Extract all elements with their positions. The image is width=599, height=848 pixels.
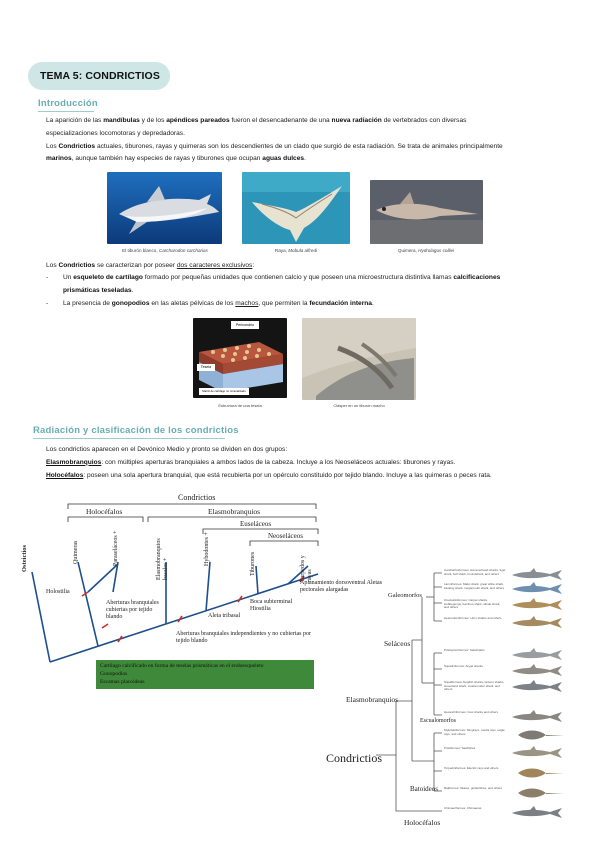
tree-leaf-label: Squaliformes: Dogfish sharks, lantern sh… bbox=[444, 680, 505, 692]
clado-holo-label: Holocéfalos bbox=[86, 507, 123, 516]
photo-caption-shark: El tiburón blanco, Carcharodon carcharia… bbox=[122, 248, 208, 253]
tree-leaf-label: Hexanchiformes: Cow sharks and others bbox=[444, 710, 499, 714]
synapomorphy-line-1: Cartílago calcificado en forma de tesela… bbox=[100, 663, 264, 669]
tree-leaf-fish-icon bbox=[518, 788, 564, 798]
tree-label-squalomorphs: Escualomorfos bbox=[420, 718, 456, 724]
tessera-label-matrix: Matriz de cartílago no mineralizado bbox=[202, 389, 246, 393]
manta-ray-photo bbox=[242, 172, 350, 244]
radiation-paragraph: Los condrictios aparecen en el Devónico … bbox=[46, 446, 492, 479]
bullet-cartilage: Un esqueleto de cartílago formado por pe… bbox=[63, 274, 501, 294]
intro-heading: Introducción bbox=[38, 98, 98, 109]
tree-leaf-fish-icon bbox=[512, 568, 562, 580]
tree-leaf-label: Lamniformes: Mako shark, great white sha… bbox=[444, 582, 505, 590]
tree-leaf-fish-icon bbox=[518, 730, 564, 740]
tree-label-galeomorphs: Galeomorfos bbox=[388, 592, 422, 599]
tree-label-batoids: Batoideos bbox=[410, 785, 438, 793]
tree-leaf-fish-icon bbox=[518, 768, 564, 778]
photo-caption-chimaera: Quimera, Hydrolagus colliei bbox=[397, 248, 455, 253]
synapomorphy-box: Cartílago calcificado en forma de tesela… bbox=[96, 660, 314, 689]
clado-elas-label: Elasmobranquios bbox=[208, 507, 261, 516]
tree-leaf-fish-icon bbox=[512, 746, 562, 758]
tree-leaf-fish-icon bbox=[512, 680, 562, 692]
tree-leaf-label: Torpediniformes: Electric rays and other… bbox=[444, 766, 499, 770]
taxon-hybodonts: Hybodontes + bbox=[204, 532, 210, 566]
characters-paragraph: Los Condrictios se caracterizan por pose… bbox=[46, 262, 255, 269]
tree-leaf-fish-icon bbox=[512, 710, 562, 722]
white-shark-photo bbox=[107, 172, 222, 244]
taxon-sharks: Tiburones bbox=[250, 551, 256, 576]
clado-top-label: Condrictios bbox=[178, 493, 216, 502]
tree-leaf-label: Squatiniformes: Angel sharks bbox=[444, 664, 483, 668]
tessera-label-tessera: Tesela bbox=[200, 365, 212, 369]
tree-label-holocephalans: Holocéfalos bbox=[404, 818, 441, 827]
photo-caption-ray: Raya, Mobula alfredi bbox=[274, 248, 318, 253]
tree-leaf-label: Pristiformes: Sawfishes bbox=[444, 746, 476, 750]
cladogram: Condrictios Holocéfalos Elasmobranquios … bbox=[18, 492, 382, 692]
intro-heading-underline bbox=[38, 111, 94, 112]
classification-tree: Condrictios Seláceos Galeomorfos Elasmob… bbox=[326, 565, 586, 835]
tree-leaf-label: Carcharhiniformes: Hammerhead sharks, ti… bbox=[444, 568, 506, 576]
taxon-paraselachians: Paraseláceos + bbox=[113, 530, 119, 566]
tree-leaf-fish-icon bbox=[512, 582, 562, 594]
tree-label-selaceos: Seláceos bbox=[384, 639, 411, 648]
node-covered-gills: Aberturas branquiales cubiertas por teji… bbox=[106, 600, 159, 620]
tree-leaf-label: Rajiformes: Skates, guitarfishes, and ot… bbox=[444, 786, 503, 790]
tree-label-elasmobranchs: Elasmobranquios bbox=[346, 695, 399, 704]
bullet-gonopodia: La presencia de gonopodios en las aletas… bbox=[63, 300, 374, 307]
topic-title-pill: TEMA 5: CONDRICTIOS bbox=[28, 62, 170, 90]
tree-leaf-fish-icon bbox=[512, 648, 562, 660]
tree-leaf-fish-icon bbox=[512, 806, 562, 818]
clado-neos-label: Neoseláceos bbox=[268, 532, 303, 540]
bullet-marker-1: - bbox=[46, 274, 49, 281]
clasper-caption: Clasper en un tiburón macho bbox=[333, 403, 385, 408]
clado-euse-label: Euseláceos bbox=[240, 520, 272, 528]
tessera-label-perichondrium: Pericondrio bbox=[235, 323, 255, 327]
tessera-diagram: Pericondrio Tesela Matriz de cartílago n… bbox=[193, 318, 287, 398]
clasper-photo bbox=[302, 318, 416, 400]
topic-title: TEMA 5: CONDRICTIOS bbox=[40, 70, 160, 82]
radiation-heading: Radiación y clasificación de los condric… bbox=[33, 425, 239, 436]
node-tribasal-fin: Aleta tribasal bbox=[208, 613, 241, 619]
node-holostyly: Holostilia bbox=[46, 589, 70, 595]
taxon-basal-elasmobranchs: Elasmobranquios basales + bbox=[156, 538, 169, 580]
tree-leaf-fish-icon bbox=[512, 616, 562, 628]
synapomorphy-line-3: Escamas placoideas bbox=[100, 679, 145, 685]
intro-paragraph: La aparición de las mandíbulas y de los … bbox=[46, 117, 503, 163]
tree-leaf-fish-icon bbox=[512, 598, 562, 610]
bullet-marker-2: - bbox=[46, 300, 49, 307]
taxon-chimaeras: Quimeras bbox=[73, 540, 79, 564]
tree-leaf-label: Chimaeriformes: Chimaeras bbox=[444, 806, 482, 810]
node-subterminal-mouth: Boca subterminal Hiostilia bbox=[250, 599, 293, 612]
chimaera-photo bbox=[370, 180, 483, 244]
tree-leaf-label: Orectolobiformes: Carpet sharks, wobbego… bbox=[444, 598, 501, 610]
taxon-osteichthyes: Osteictios bbox=[21, 544, 28, 572]
node-dorsoventral: Aplanamiento dorsoventral Aletas pectora… bbox=[300, 580, 382, 593]
tree-title: Condrictios bbox=[326, 751, 382, 765]
tree-leaf-label: Pristiophoriformes: Sawsharks bbox=[444, 648, 485, 652]
tree-leaf-fish-icon bbox=[512, 664, 562, 676]
radiation-heading-underline bbox=[33, 438, 225, 439]
tessera-caption: Estructura de una tesela bbox=[218, 403, 262, 408]
node-independent-gills: Aberturas branquiales independientes y n… bbox=[176, 631, 311, 644]
tree-leaf-label: Heterodontiformes: Horn sharks and other… bbox=[444, 616, 502, 620]
tree-leaf-label: Myliobatiformes: Stingrays, manta rays, … bbox=[444, 728, 505, 736]
synapomorphy-line-2: Gonopodios bbox=[100, 671, 128, 677]
taxon-rays: Torpedos y rayas bbox=[300, 555, 313, 582]
